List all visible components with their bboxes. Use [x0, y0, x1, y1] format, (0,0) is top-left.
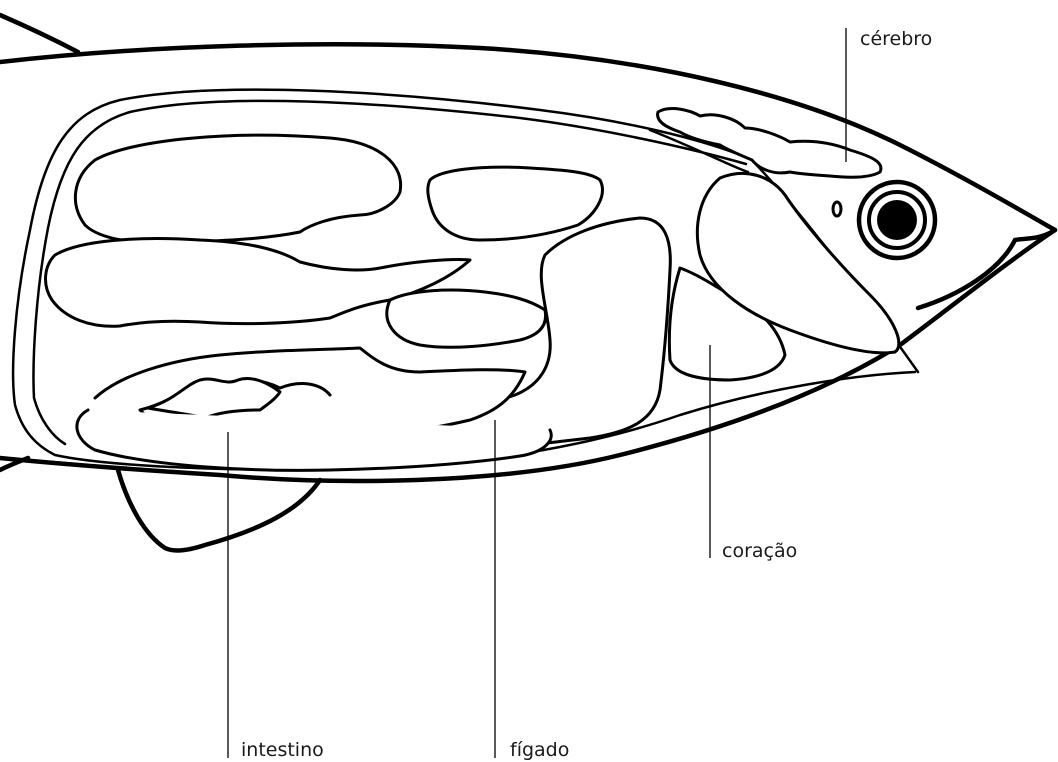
intestine-loop: [387, 290, 546, 347]
nostril: [833, 202, 841, 216]
dorsal-fin: [0, 15, 78, 52]
gonad: [428, 167, 603, 240]
brain-label: cérebro: [860, 28, 932, 50]
liver-label: fígado: [510, 739, 569, 761]
kidney-upper: [75, 135, 400, 243]
brain: [658, 109, 881, 178]
heart-label: coração: [722, 540, 797, 562]
eye-pupil: [877, 200, 917, 240]
intestine-label: intestino: [241, 739, 324, 761]
pelvic-fin: [118, 470, 320, 551]
